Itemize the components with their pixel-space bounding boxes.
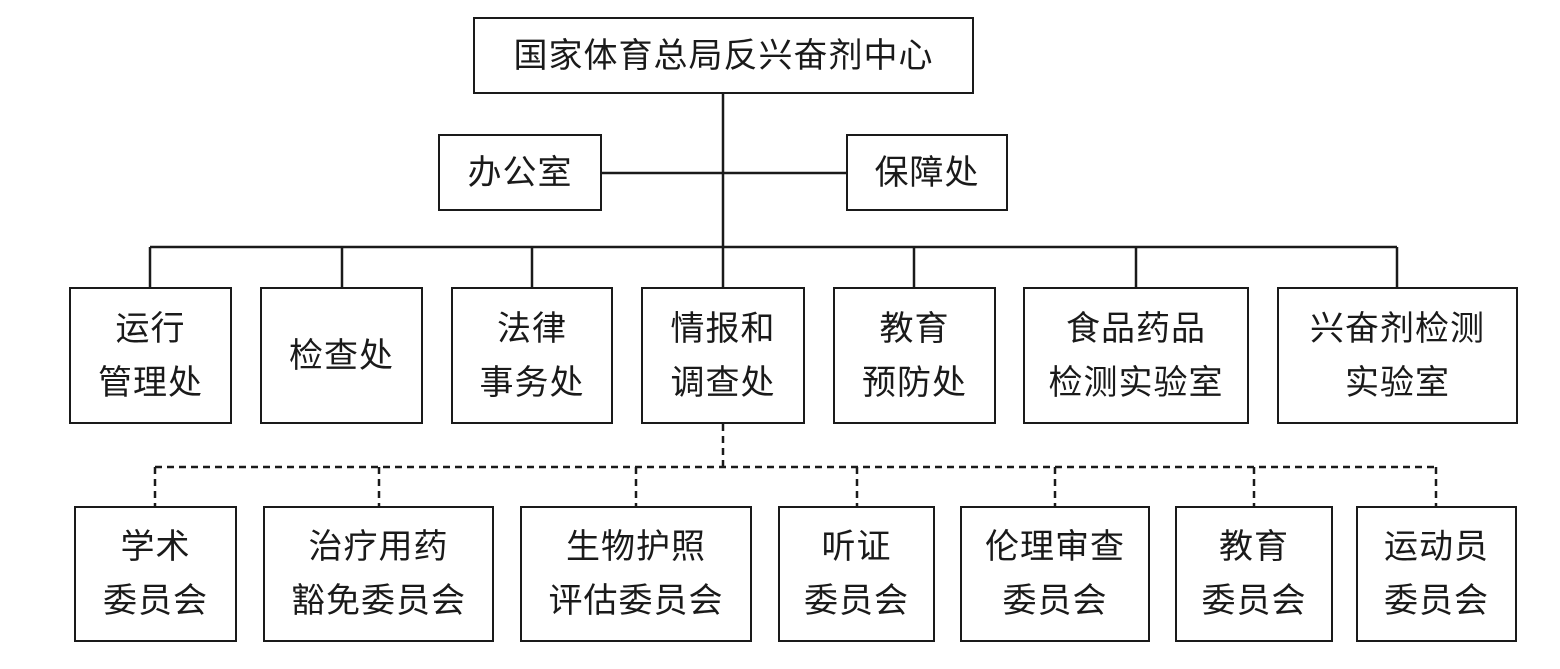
root-node: 国家体育总局反兴奋剂中心 — [473, 17, 974, 94]
committee-label-line1: 教育 — [1219, 527, 1289, 567]
department-label-line1: 法律 — [497, 308, 567, 349]
committee-node-ethics: 伦理审查 委员会 — [960, 506, 1150, 642]
department-node-inspection: 检查处 — [260, 287, 423, 424]
committee-node-hearing: 听证 委员会 — [778, 506, 935, 642]
committee-label-line2: 委员会 — [1002, 581, 1108, 621]
committee-label-line1: 学术 — [120, 527, 191, 567]
department-label-line1: 食品药品 — [1066, 308, 1206, 349]
committee-label-line1: 伦理审查 — [985, 527, 1125, 567]
committee-label-line2: 委员会 — [1201, 581, 1307, 621]
committee-label-line2: 委员会 — [804, 581, 909, 621]
committee-label-line1: 运动员 — [1384, 527, 1489, 567]
department-label-line1: 检查处 — [289, 335, 394, 376]
staff-node-label: 保障处 — [874, 152, 980, 193]
committee-node-education: 教育 委员会 — [1175, 506, 1333, 642]
committee-label-line1: 治疗用药 — [308, 527, 449, 567]
committee-node-tue: 治疗用药 豁免委员会 — [263, 506, 494, 642]
department-node-intelligence: 情报和 调查处 — [641, 287, 805, 424]
department-label-line2: 调查处 — [670, 362, 776, 403]
department-label-line1: 兴奋剂检测 — [1310, 308, 1485, 349]
committee-node-academic: 学术 委员会 — [74, 506, 237, 642]
committee-node-athletes: 运动员 委员会 — [1356, 506, 1517, 642]
staff-node-label: 办公室 — [467, 152, 573, 193]
committee-label-line2: 委员会 — [103, 581, 208, 621]
department-label-line2: 预防处 — [862, 362, 967, 403]
committee-label-line2: 豁免委员会 — [291, 581, 466, 621]
department-label-line2: 管理处 — [98, 362, 203, 403]
department-label-line1: 情报和 — [670, 308, 776, 349]
department-label-line1: 运行 — [115, 308, 186, 349]
department-node-doping-lab: 兴奋剂检测 实验室 — [1277, 287, 1518, 424]
department-label-line2: 检测实验室 — [1048, 362, 1224, 403]
staff-node-office: 办公室 — [438, 134, 602, 211]
department-node-education: 教育 预防处 — [833, 287, 996, 424]
department-node-operations: 运行 管理处 — [69, 287, 232, 424]
committee-label-line1: 生物护照 — [566, 527, 706, 567]
committee-label-line1: 听证 — [821, 527, 892, 567]
staff-node-support: 保障处 — [846, 134, 1008, 211]
committee-node-biopassport: 生物护照 评估委员会 — [520, 506, 752, 642]
department-node-food-drug-lab: 食品药品 检测实验室 — [1023, 287, 1249, 424]
root-node-label: 国家体育总局反兴奋剂中心 — [513, 35, 934, 76]
department-label-line2: 事务处 — [479, 362, 585, 403]
committee-label-line2: 委员会 — [1384, 581, 1489, 621]
department-node-legal: 法律 事务处 — [451, 287, 613, 424]
department-label-line2: 实验室 — [1345, 362, 1450, 403]
department-label-line1: 教育 — [879, 308, 950, 349]
committee-label-line2: 评估委员会 — [548, 581, 724, 621]
